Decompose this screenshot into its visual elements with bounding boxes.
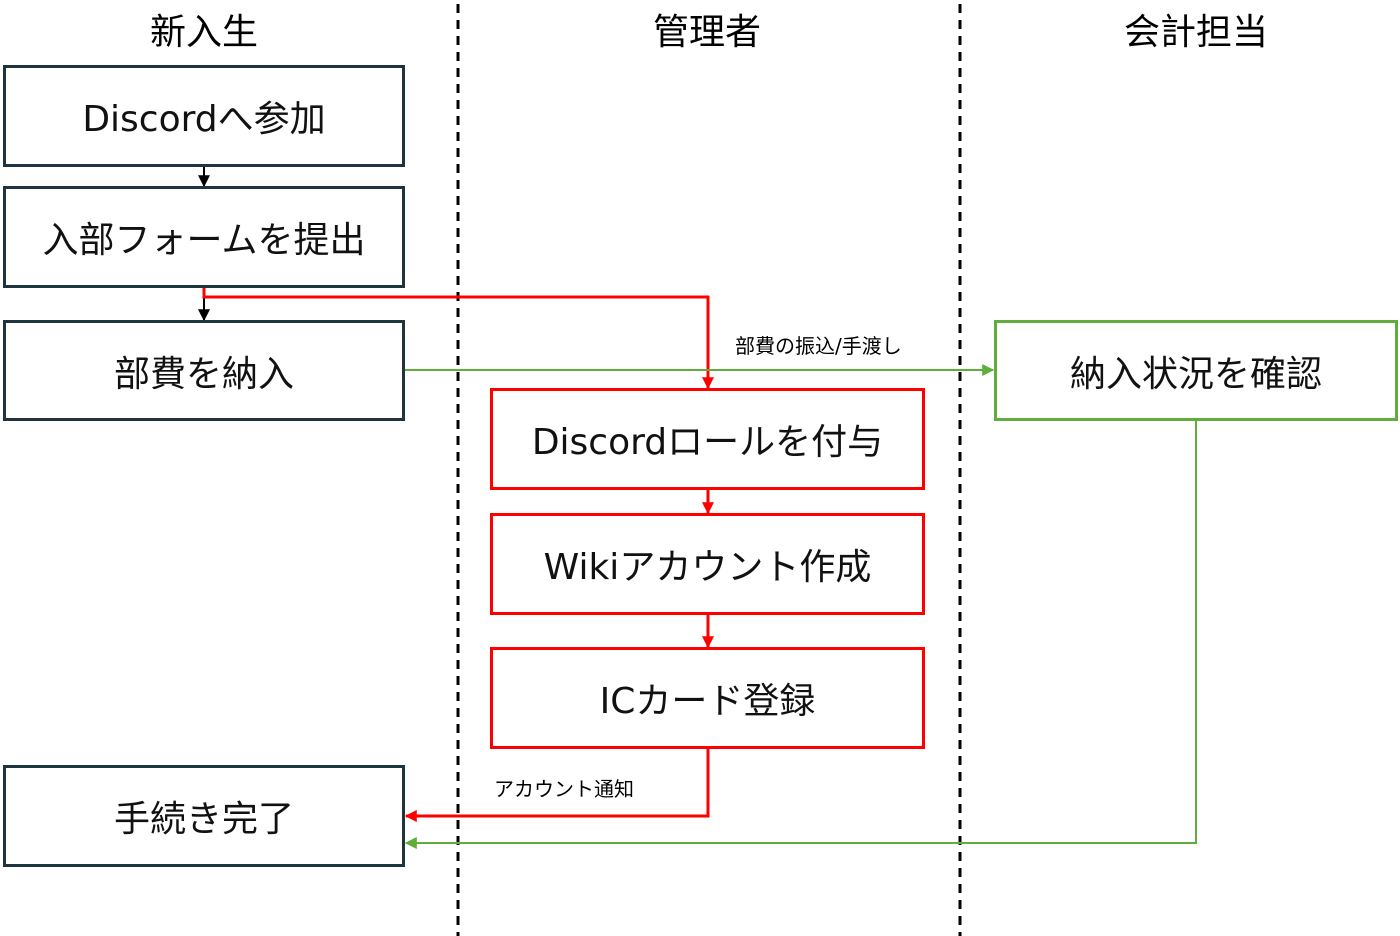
step-grant-role: Discordロールを付与 [490,388,925,490]
step-pay-fee: 部費を納入 [3,320,405,421]
lane-title-newcomer: 新入生 [149,12,258,53]
step-join-discord: Discordへ参加 [3,65,405,167]
step-check-payment: 納入状況を確認 [994,320,1398,421]
edge-label-account-notice: アカウント通知 [494,777,634,801]
arrow-check-to-complete [404,421,1197,849]
lane-title-accounting: 会計担当 [1123,12,1268,53]
step-complete: 手続き完了 [3,765,405,867]
step-submit-form: 入部フォームを提出 [3,186,405,288]
step-register-ic: ICカード登録 [490,647,925,749]
step-create-wiki: Wikiアカウント作成 [490,513,925,615]
arrow-form-to-role [202,288,714,390]
lane-title-admin: 管理者 [652,12,761,53]
edge-label-fee-transfer: 部費の振込/手渡し [735,334,902,358]
arrow-ic-to-complete [404,748,710,822]
